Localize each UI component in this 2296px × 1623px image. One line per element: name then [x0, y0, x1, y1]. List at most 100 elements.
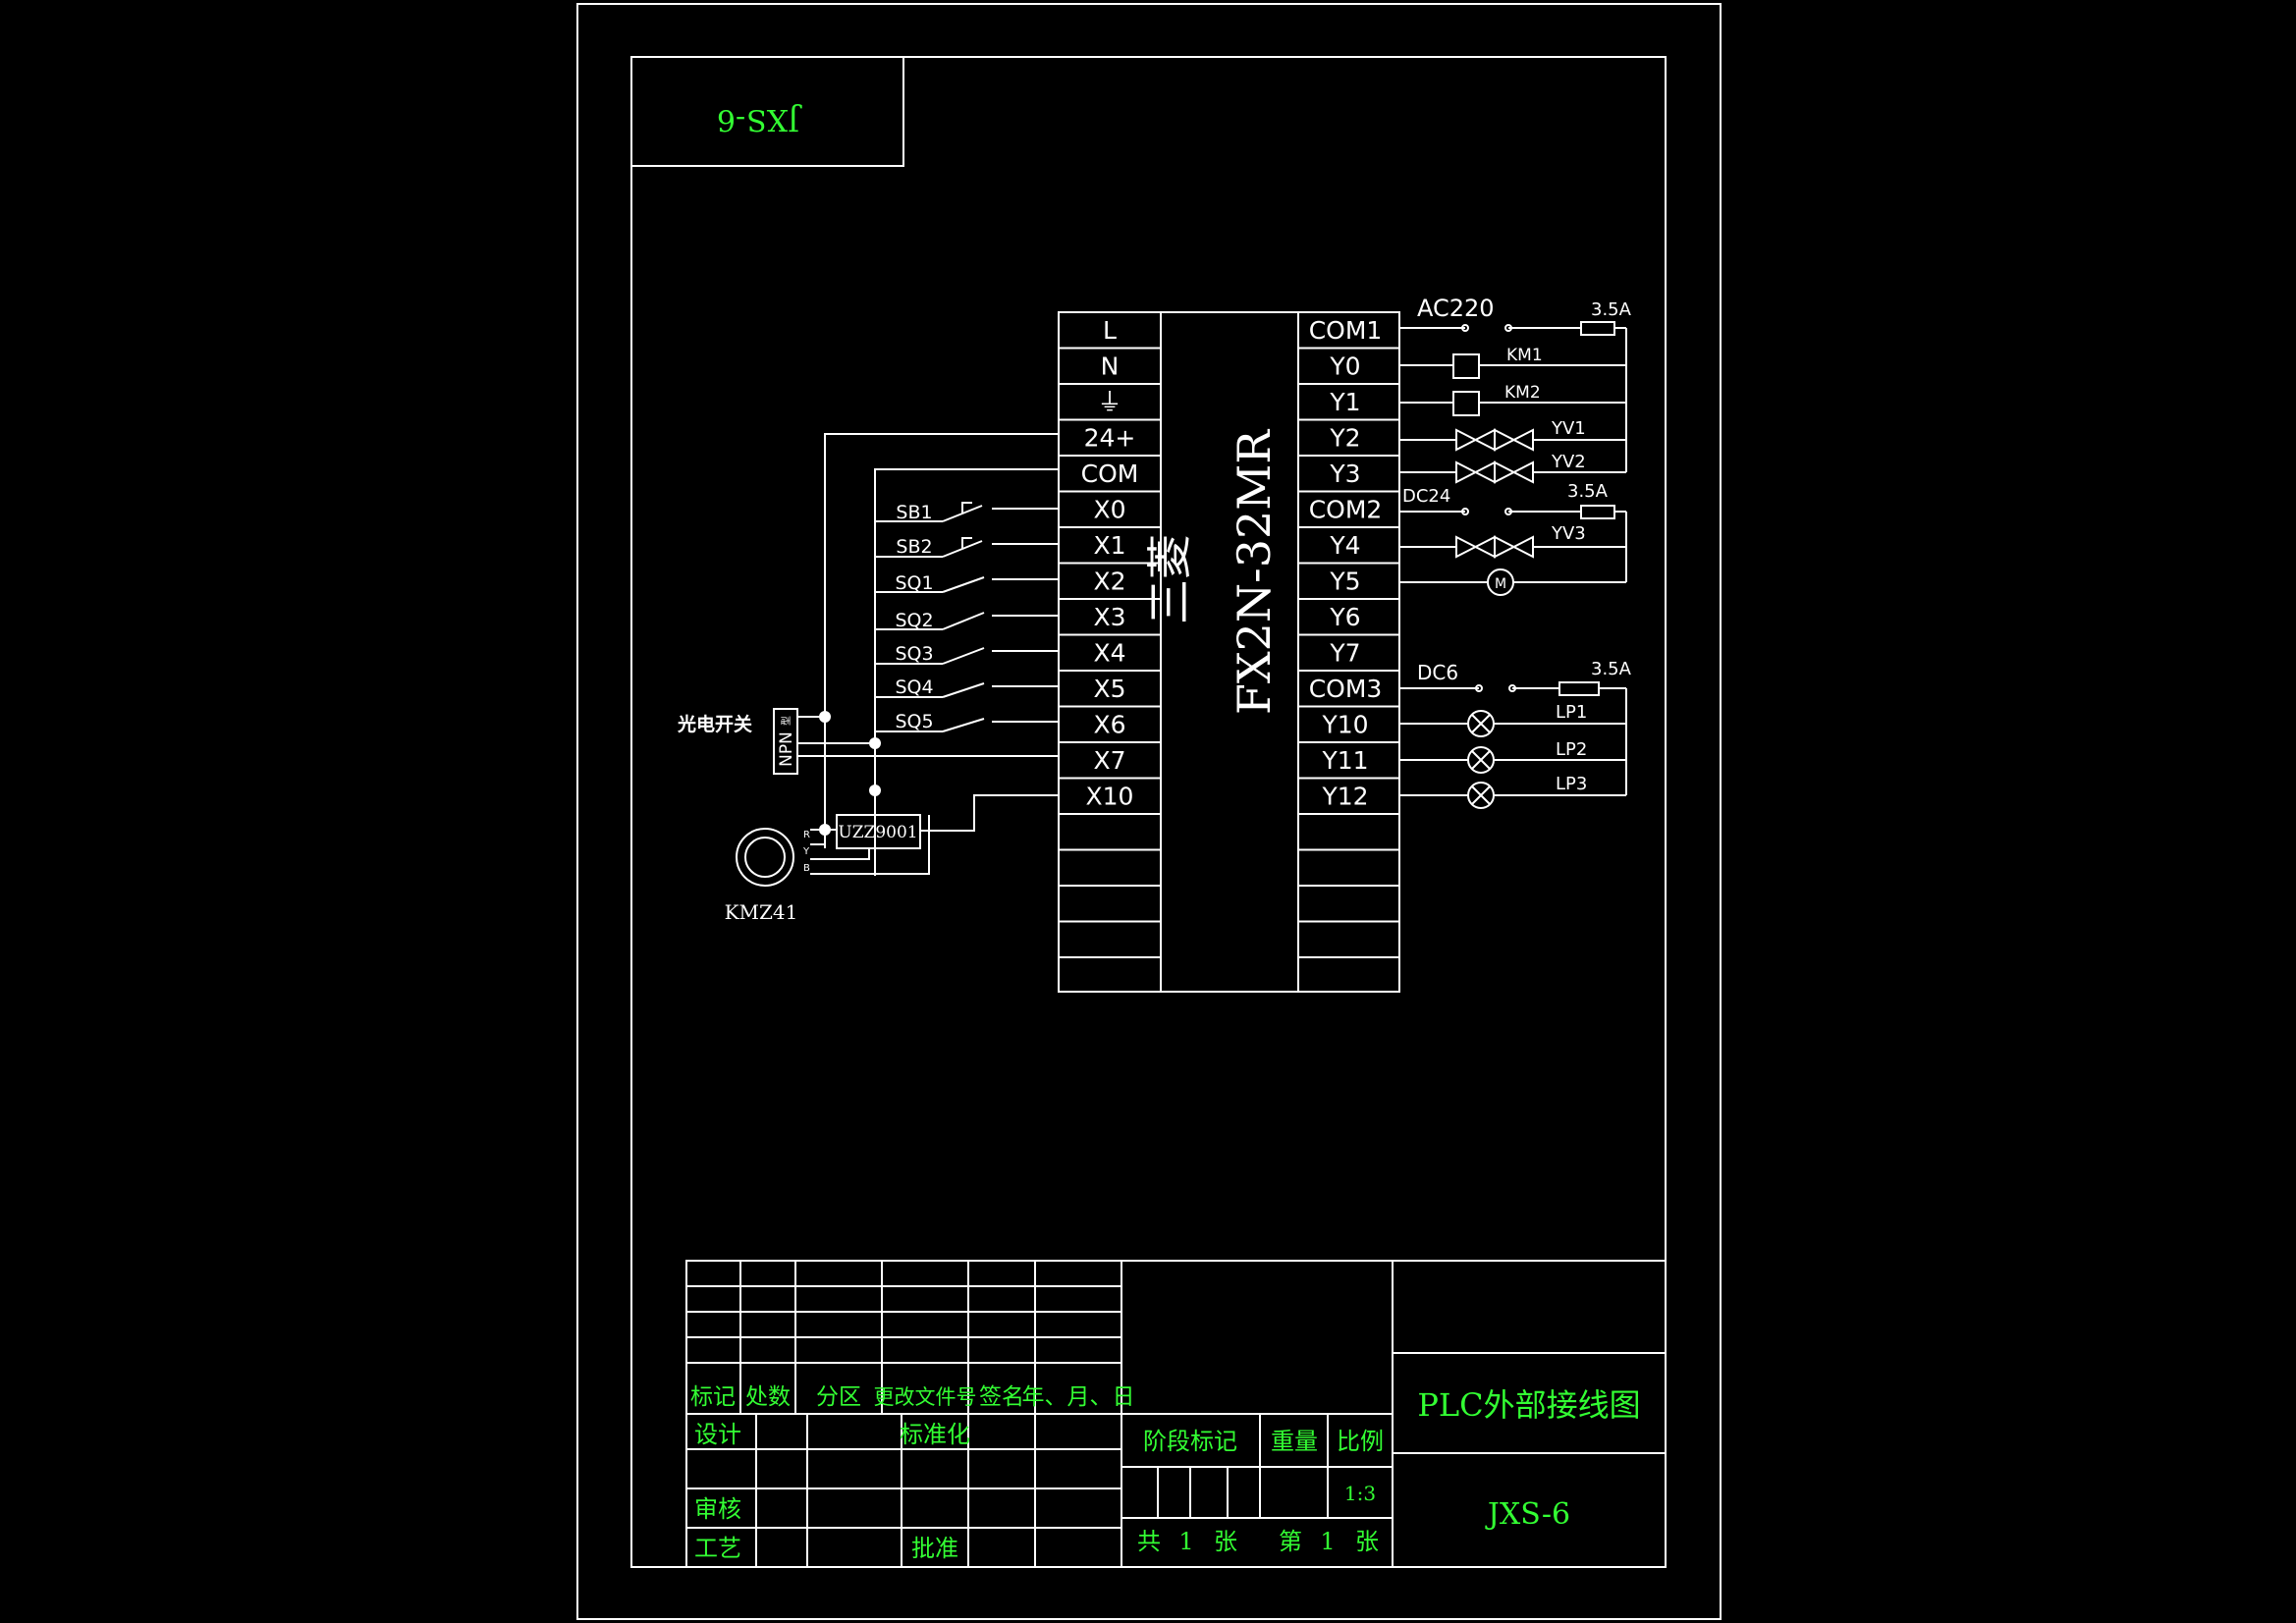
uzz9001-label: UZZ9001	[838, 823, 917, 842]
left-terminal-label: COM	[1081, 460, 1139, 488]
right-terminal-label: Y12	[1321, 783, 1368, 811]
npn-small-label: 型	[780, 716, 793, 726]
scale-label: 比例	[1337, 1428, 1384, 1455]
input-wiring	[736, 433, 1059, 887]
title-block-text: 标记处数分区更改文件号签名年、月、日 设计 标准化 审核 工艺 批准 阶段标记 …	[690, 1384, 1641, 1562]
revision-header: 年、月、日	[1022, 1384, 1135, 1410]
encoder-pin-y: Y	[802, 846, 810, 857]
revision-header: 处数	[745, 1384, 791, 1410]
left-terminal-label: X0	[1093, 496, 1125, 524]
scale-value: 1:3	[1344, 1482, 1376, 1505]
fuse-com1-label: 3.5A	[1591, 299, 1632, 320]
sheet-unit: 张	[1355, 1528, 1379, 1555]
right-terminal-label: COM1	[1309, 316, 1383, 345]
ac220-label: AC220	[1417, 295, 1495, 322]
km1-label: KM1	[1506, 346, 1543, 365]
sheet-label: 第	[1279, 1528, 1302, 1555]
left-terminal-label: L	[1103, 316, 1117, 345]
right-terminal-label: Y3	[1329, 460, 1360, 488]
left-terminal-label: X7	[1093, 746, 1125, 775]
approve-label: 批准	[911, 1535, 958, 1562]
fuse-com2-label: 3.5A	[1567, 481, 1609, 502]
lp3-label: LP3	[1556, 774, 1587, 794]
right-terminal-label: Y0	[1329, 352, 1360, 381]
right-terminal-label: COM2	[1309, 496, 1383, 524]
revision-header: 分区	[816, 1384, 861, 1410]
npn-sensor-box	[773, 708, 798, 775]
right-terminal-label: Y1	[1329, 388, 1360, 416]
mirrored-code-stamp: JXS-6	[717, 102, 802, 136]
right-terminal-label: Y11	[1321, 746, 1368, 775]
plc-unit	[1058, 311, 1400, 993]
input-junction-dots	[819, 711, 881, 836]
lp1-label: LP1	[1556, 702, 1587, 723]
drawing-title: PLC外部接线图	[1417, 1386, 1640, 1424]
standardize-label: 标准化	[900, 1421, 970, 1448]
right-terminal-label: COM3	[1309, 675, 1383, 703]
plc-brand-label: 三菱	[1143, 534, 1196, 624]
drawing-code: JXS-6	[1485, 1497, 1570, 1532]
right-terminal-label: Y4	[1329, 531, 1360, 560]
motor-label: M	[1495, 576, 1506, 592]
total-unit: 张	[1214, 1528, 1237, 1555]
revision-header: 更改文件号	[874, 1385, 977, 1409]
wire-x10	[920, 794, 1059, 832]
km2-label: KM2	[1504, 383, 1541, 403]
yv3-valve	[1455, 535, 1534, 559]
total-number: 1	[1178, 1528, 1193, 1555]
right-terminal-label: Y7	[1329, 639, 1360, 668]
right-terminal-label: Y5	[1329, 568, 1360, 596]
right-terminal-label: Y2	[1329, 424, 1360, 453]
left-terminal-label: X2	[1093, 568, 1125, 596]
left-terminal-label: X10	[1086, 783, 1134, 811]
switch-label-sq1: SQ1	[895, 572, 933, 594]
output-labels: AC220 3.5A KM1 KM2 YV1 YV2 DC24 3.5A YV3…	[1402, 295, 1632, 794]
stage-mark-label: 阶段标记	[1143, 1428, 1237, 1455]
left-terminal-label: X1	[1093, 531, 1125, 560]
left-terminal-label: 24+	[1084, 424, 1136, 453]
left-terminal-label: X3	[1093, 603, 1125, 631]
encoder-pin-b: B	[803, 863, 810, 874]
output-wiring	[1399, 321, 1627, 809]
right-terminal-rows	[1298, 347, 1399, 958]
left-terminal-label: ⏚	[1097, 388, 1121, 416]
plc-right-terminal-strip	[1297, 311, 1400, 993]
dc6-label: DC6	[1417, 661, 1458, 684]
dc24-label: DC24	[1402, 486, 1450, 507]
design-label: 设计	[694, 1421, 741, 1448]
kmz41-sensor-inner	[744, 837, 786, 878]
left-terminal-label: X4	[1093, 639, 1125, 668]
switch-label-sb2: SB2	[896, 536, 932, 558]
left-terminal-label: X5	[1093, 675, 1125, 703]
wire-24v-bus	[824, 433, 1059, 848]
revision-headers: 标记处数分区更改文件号签名年、月、日	[690, 1384, 1135, 1410]
kmz41-label: KMZ41	[725, 900, 798, 924]
yv2-valve	[1455, 460, 1534, 484]
right-terminal-label: Y10	[1321, 711, 1368, 739]
photo-switch-label: 光电开关	[677, 713, 752, 735]
code-stamp-box	[630, 56, 904, 167]
npn-label: NPN	[777, 731, 796, 767]
total-label: 共	[1137, 1528, 1161, 1555]
left-terminal-label: X6	[1093, 711, 1125, 739]
revision-header: 标记	[690, 1384, 736, 1410]
weight-label: 重量	[1271, 1428, 1318, 1455]
yv1-valve	[1455, 428, 1534, 452]
fuse-com3-label: 3.5A	[1591, 659, 1632, 679]
title-block	[685, 1260, 1667, 1568]
switch-label-sq3: SQ3	[895, 643, 933, 665]
yv2-label: YV2	[1551, 452, 1586, 472]
yv3-label: YV3	[1551, 523, 1586, 544]
review-label: 审核	[694, 1495, 741, 1523]
process-label: 工艺	[694, 1535, 741, 1562]
outer-border	[576, 3, 1722, 1620]
encoder-pin-r: R	[803, 830, 810, 840]
sheet-number: 1	[1320, 1528, 1335, 1555]
switch-label-sb1: SB1	[896, 502, 932, 523]
switch-label-sq5: SQ5	[895, 711, 933, 732]
